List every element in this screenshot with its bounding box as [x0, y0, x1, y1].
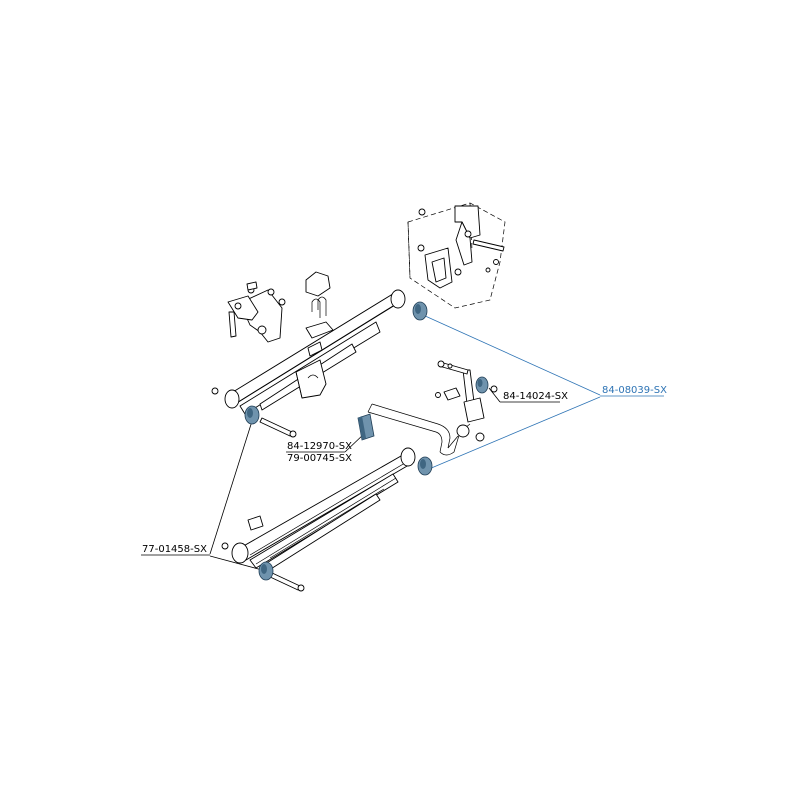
- leader-lines: [141, 314, 664, 572]
- leader-84-08039-b: [428, 396, 601, 470]
- bushing-lower-front: [258, 561, 274, 581]
- leader-84-14024: [488, 387, 501, 403]
- bushings: [244, 301, 489, 581]
- bushing-lower-rear: [417, 456, 433, 476]
- part-label-77-01458-SX[interactable]: 77-01458-SX: [142, 544, 207, 555]
- lower-leaf-spring: [231, 447, 416, 573]
- front-shackle-bolts: [211, 387, 305, 592]
- leader-77-01458-b: [209, 555, 267, 572]
- sway-bar: [367, 403, 485, 456]
- u-bolt-clamp: [305, 271, 334, 339]
- part-label-84-14024-SX[interactable]: 84-14024-SX: [503, 391, 568, 402]
- part-label-84-12970-SX[interactable]: 84-12970-SX: [287, 441, 352, 452]
- bushing-end-link: [475, 376, 489, 394]
- leader-77-01458-a: [209, 417, 254, 555]
- sway-bar-end-link: [435, 360, 498, 423]
- bushing-upper-rear: [412, 301, 428, 321]
- bushing-sway-bar: [357, 413, 375, 441]
- front-hanger-bracket: [227, 281, 286, 343]
- rear-shackle-bracket: [407, 202, 506, 309]
- part-label-79-00745-SX[interactable]: 79-00745-SX: [287, 453, 352, 464]
- upper-leaf-spring: [224, 289, 406, 415]
- part-label-84-08039-SX[interactable]: 84-08039-SX: [602, 385, 667, 396]
- bushing-upper-front: [244, 405, 260, 425]
- leader-84-08039-a: [422, 314, 601, 396]
